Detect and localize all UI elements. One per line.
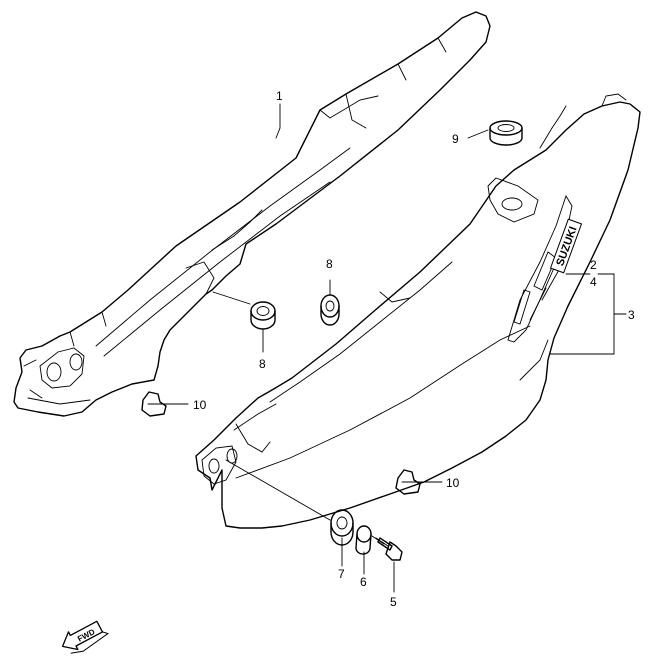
callout-9: 9 — [452, 132, 459, 146]
part-5-bolt — [371, 535, 403, 561]
callout-7: 7 — [338, 567, 345, 581]
part-8-cushion-center — [320, 294, 340, 326]
part-8-cushion-left — [250, 301, 276, 330]
callout-3: 3 — [628, 308, 635, 322]
callout-6: 6 — [360, 575, 367, 589]
callout-10-left: 10 — [193, 398, 207, 412]
forward-arrow-icon: FWD — [61, 620, 109, 654]
part-3-side-cover — [195, 93, 641, 529]
callout-5: 5 — [390, 595, 397, 609]
callout-1: 1 — [276, 89, 283, 103]
callout-8-center: 8 — [326, 257, 333, 271]
part-1-frame-cover — [13, 11, 491, 417]
part-6-collar — [355, 525, 372, 555]
part-10-clip-left — [141, 391, 167, 417]
callout-4: 4 — [590, 275, 597, 289]
callout-10-right: 10 — [446, 476, 460, 490]
part-9-grommet — [489, 120, 523, 146]
callout-8-left: 8 — [259, 357, 266, 371]
leader-lines — [159, 103, 627, 593]
callout-2: 2 — [590, 258, 597, 272]
